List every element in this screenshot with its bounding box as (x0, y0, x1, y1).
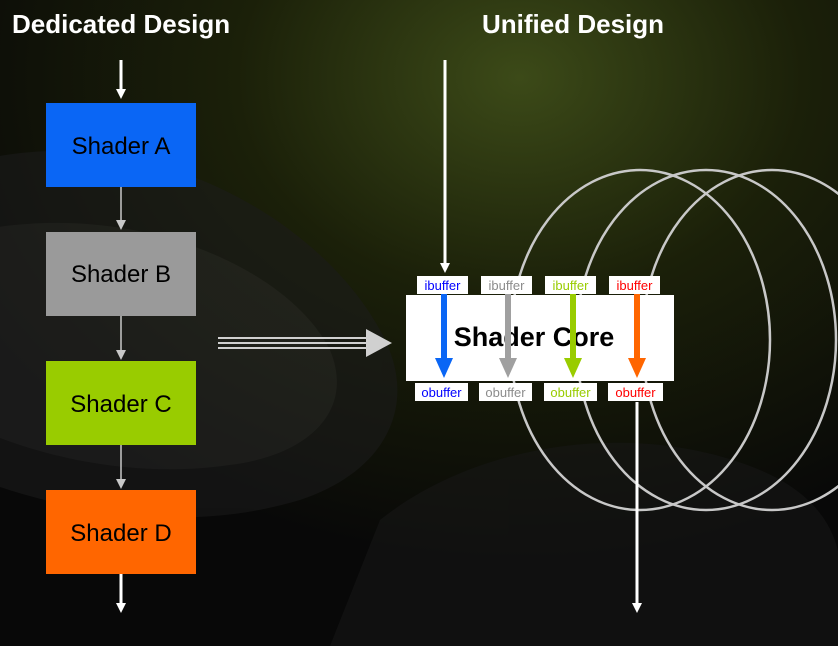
c-to-d-arrowhead (116, 479, 126, 489)
shader-d-box (46, 490, 196, 574)
ibuffer-row: ibuffer ibuffer ibuffer ibuffer (417, 276, 660, 294)
shader-a-stage: Shader A (46, 103, 196, 187)
obuffer-3-box (544, 383, 597, 401)
shader-b-stage: Shader B (46, 232, 196, 316)
flow-arrow-2-head (499, 358, 517, 378)
ibuffer-1-label: ibuffer (425, 278, 462, 293)
shader-d-stage: Shader D (46, 490, 196, 574)
dedicated-design-title: Dedicated Design (12, 9, 230, 39)
ibuffer-2-box (481, 276, 532, 294)
flow-arrow-3-head (564, 358, 582, 378)
shader-b-label: Shader B (71, 261, 171, 288)
obuffer-2-label: obuffer (485, 385, 526, 400)
shader-core-box (406, 295, 674, 381)
a-to-b-arrowhead (116, 220, 126, 230)
shader-a-label: Shader A (72, 133, 171, 160)
unified-design-title: Unified Design (482, 9, 664, 39)
shader-c-box (46, 361, 196, 445)
shader-c-label: Shader C (70, 391, 171, 418)
flow-arrow-4-head (628, 358, 646, 378)
obuffer-3-label: obuffer (550, 385, 591, 400)
ibuffer-4-label: ibuffer (617, 278, 654, 293)
transform-arrow (218, 329, 392, 357)
obuffer-1-label: obuffer (421, 385, 462, 400)
ibuffer-3-box (545, 276, 596, 294)
flow-arrows (435, 294, 646, 378)
ibuffer-3-label: ibuffer (553, 278, 590, 293)
ibuffer-4-box (609, 276, 660, 294)
b-to-c-arrowhead (116, 350, 126, 360)
flow-arrow-1-head (435, 358, 453, 378)
obuffer-2-box (479, 383, 532, 401)
ibuffer-1-box (417, 276, 468, 294)
obuffer-4-label: obuffer (615, 385, 656, 400)
shader-c-stage: Shader C (46, 361, 196, 445)
obuffer-4-box (608, 383, 663, 401)
obuffer-row: obuffer obuffer obuffer obuffer (415, 383, 663, 401)
shader-core-label: Shader Core (454, 322, 615, 352)
shader-a-box (46, 103, 196, 187)
obuffer-1-box (415, 383, 468, 401)
ibuffer-2-label: ibuffer (489, 278, 526, 293)
shader-b-box (46, 232, 196, 316)
shader-d-label: Shader D (70, 520, 171, 547)
